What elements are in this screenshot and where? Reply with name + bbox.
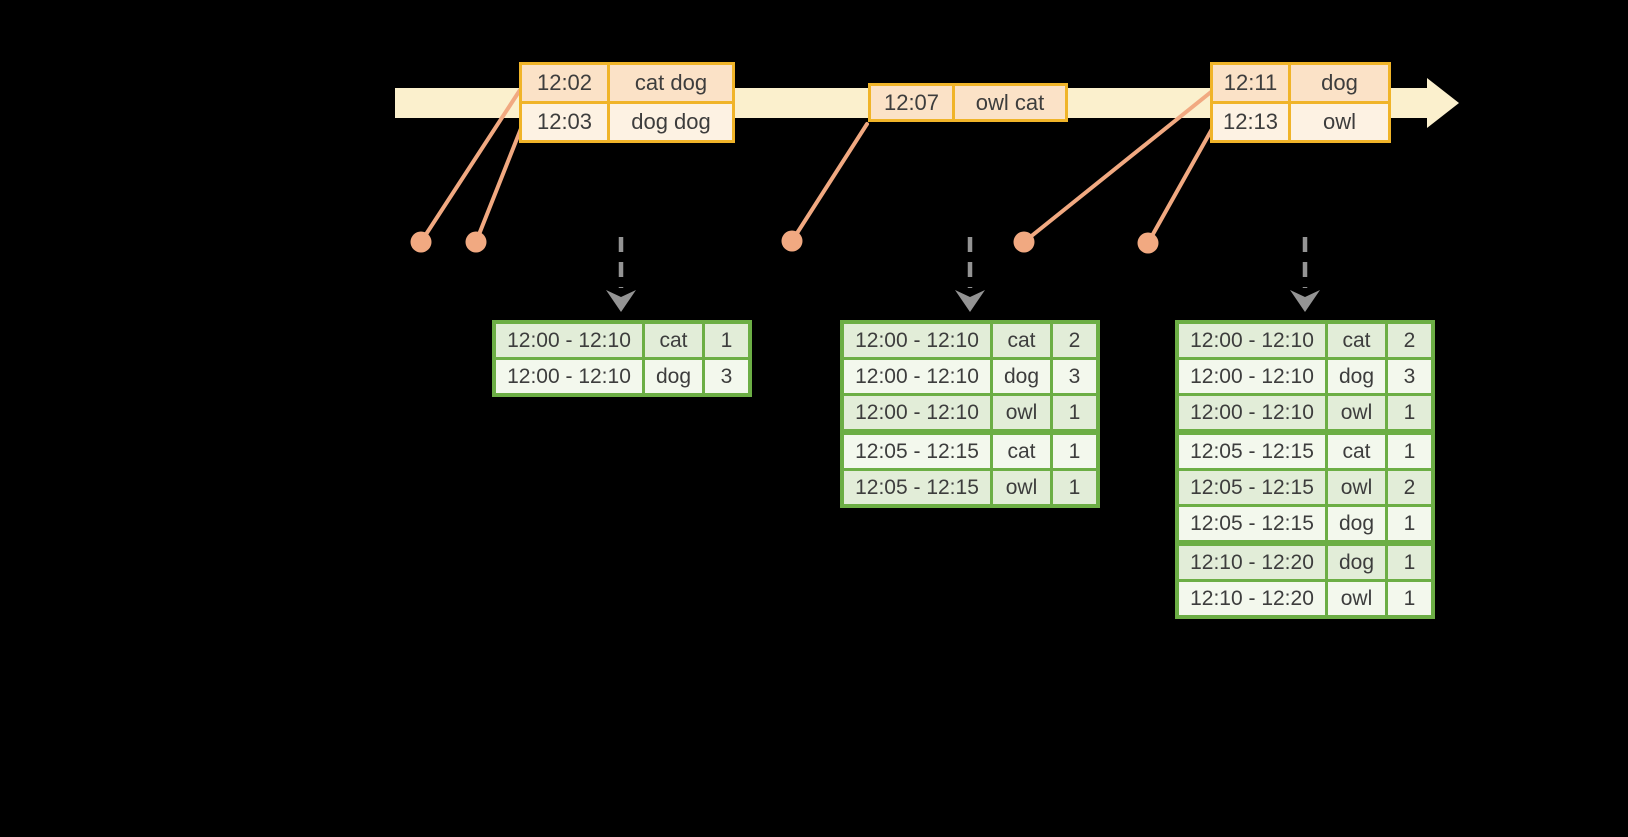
count-cell: 3	[1053, 360, 1096, 393]
window-cell: 12:00 - 12:10	[1179, 396, 1325, 429]
result-row: 12:10 - 12:20 owl 1	[1179, 582, 1431, 615]
word-cell: cat	[1328, 435, 1385, 468]
result-row: 12:00 - 12:10 cat 2	[844, 324, 1096, 357]
window-cell: 12:00 - 12:10	[844, 324, 990, 357]
event-time-cell: 12:07	[871, 86, 952, 119]
event-dot	[410, 231, 432, 253]
event-time-cell: 12:02	[522, 65, 607, 101]
word-cell: cat	[993, 324, 1050, 357]
event-dot	[1013, 231, 1035, 253]
word-cell: owl	[1328, 582, 1385, 615]
event-dot	[465, 231, 487, 253]
count-cell: 1	[1388, 546, 1431, 579]
result-row: 12:00 - 12:10 dog 3	[1179, 360, 1431, 393]
word-cell: cat	[993, 435, 1050, 468]
event-words-cell: owl cat	[955, 86, 1065, 119]
event-time-cell: 12:13	[1213, 104, 1288, 140]
word-cell: dog	[1328, 546, 1385, 579]
trigger-arrowhead-icon	[606, 290, 636, 312]
event-row: 12:11 dog	[1213, 65, 1388, 101]
event-dot	[781, 230, 803, 252]
event-table-2: 12:07 owl cat	[868, 83, 1068, 122]
word-cell: dog	[993, 360, 1050, 393]
event-connector-line	[790, 122, 869, 243]
count-cell: 2	[1388, 471, 1431, 504]
window-cell: 12:00 - 12:10	[496, 360, 642, 393]
result-row: 12:05 - 12:15 dog 1	[1179, 507, 1431, 540]
window-cell: 12:05 - 12:15	[1179, 435, 1325, 468]
word-cell: owl	[993, 471, 1050, 504]
count-cell: 1	[1053, 435, 1096, 468]
word-cell: dog	[1328, 507, 1385, 540]
result-table-1: 12:00 - 12:10 cat 1 12:00 - 12:10 dog 3	[492, 320, 752, 397]
window-cell: 12:05 - 12:15	[1179, 471, 1325, 504]
window-cell: 12:00 - 12:10	[1179, 360, 1325, 393]
result-row: 12:00 - 12:10 dog 3	[844, 360, 1096, 393]
result-row: 12:00 - 12:10 dog 3	[496, 360, 748, 393]
count-cell: 3	[705, 360, 748, 393]
result-row: 12:05 - 12:15 cat 1	[844, 435, 1096, 468]
window-cell: 12:10 - 12:20	[1179, 582, 1325, 615]
event-row: 12:02 cat dog	[522, 65, 732, 101]
word-cell: cat	[645, 324, 702, 357]
result-table-3: 12:00 - 12:10 cat 2 12:00 - 12:10 dog 3 …	[1175, 320, 1435, 619]
trigger-arrowhead-icon	[1290, 290, 1320, 312]
count-cell: 2	[1388, 324, 1431, 357]
event-row: 12:13 owl	[1213, 104, 1388, 140]
event-time-cell: 12:03	[522, 104, 607, 140]
event-connector-line	[474, 124, 524, 244]
window-cell: 12:00 - 12:10	[844, 360, 990, 393]
event-connector-line	[419, 88, 522, 244]
word-cell: cat	[1328, 324, 1385, 357]
result-row: 12:00 - 12:10 cat 2	[1179, 324, 1431, 357]
count-cell: 1	[1053, 396, 1096, 429]
count-cell: 1	[1388, 507, 1431, 540]
event-table-3: 12:11 dog 12:13 owl	[1210, 62, 1391, 143]
event-words-cell: dog dog	[610, 104, 732, 140]
event-connector-line	[1022, 90, 1213, 244]
event-words-cell: cat dog	[610, 65, 732, 101]
event-row: 12:07 owl cat	[871, 86, 1065, 119]
event-row: 12:03 dog dog	[522, 104, 732, 140]
word-cell: owl	[1328, 471, 1385, 504]
window-cell: 12:00 - 12:10	[1179, 324, 1325, 357]
result-table-2: 12:00 - 12:10 cat 2 12:00 - 12:10 dog 3 …	[840, 320, 1100, 508]
count-cell: 1	[705, 324, 748, 357]
trigger-arrowhead-icon	[955, 290, 985, 312]
count-cell: 2	[1053, 324, 1096, 357]
window-cell: 12:05 - 12:15	[1179, 507, 1325, 540]
event-connector-line	[1146, 127, 1214, 245]
event-words-cell: dog	[1291, 65, 1388, 101]
event-table-1: 12:02 cat dog 12:03 dog dog	[519, 62, 735, 143]
result-row: 12:10 - 12:20 dog 1	[1179, 546, 1431, 579]
window-cell: 12:00 - 12:10	[844, 396, 990, 429]
result-row: 12:00 - 12:10 cat 1	[496, 324, 748, 357]
window-cell: 12:10 - 12:20	[1179, 546, 1325, 579]
word-cell: dog	[1328, 360, 1385, 393]
event-dot	[1137, 232, 1159, 254]
window-cell: 12:05 - 12:15	[844, 435, 990, 468]
word-cell: dog	[645, 360, 702, 393]
result-row: 12:05 - 12:15 cat 1	[1179, 435, 1431, 468]
timeline-arrowhead-icon	[1427, 78, 1459, 128]
window-cell: 12:05 - 12:15	[844, 471, 990, 504]
result-row: 12:05 - 12:15 owl 1	[844, 471, 1096, 504]
result-row: 12:05 - 12:15 owl 2	[1179, 471, 1431, 504]
count-cell: 1	[1388, 435, 1431, 468]
result-row: 12:00 - 12:10 owl 1	[1179, 396, 1431, 429]
count-cell: 1	[1053, 471, 1096, 504]
word-cell: owl	[1328, 396, 1385, 429]
event-words-cell: owl	[1291, 104, 1388, 140]
count-cell: 3	[1388, 360, 1431, 393]
word-cell: owl	[993, 396, 1050, 429]
count-cell: 1	[1388, 396, 1431, 429]
window-cell: 12:00 - 12:10	[496, 324, 642, 357]
count-cell: 1	[1388, 582, 1431, 615]
event-time-cell: 12:11	[1213, 65, 1288, 101]
result-row: 12:00 - 12:10 owl 1	[844, 396, 1096, 429]
